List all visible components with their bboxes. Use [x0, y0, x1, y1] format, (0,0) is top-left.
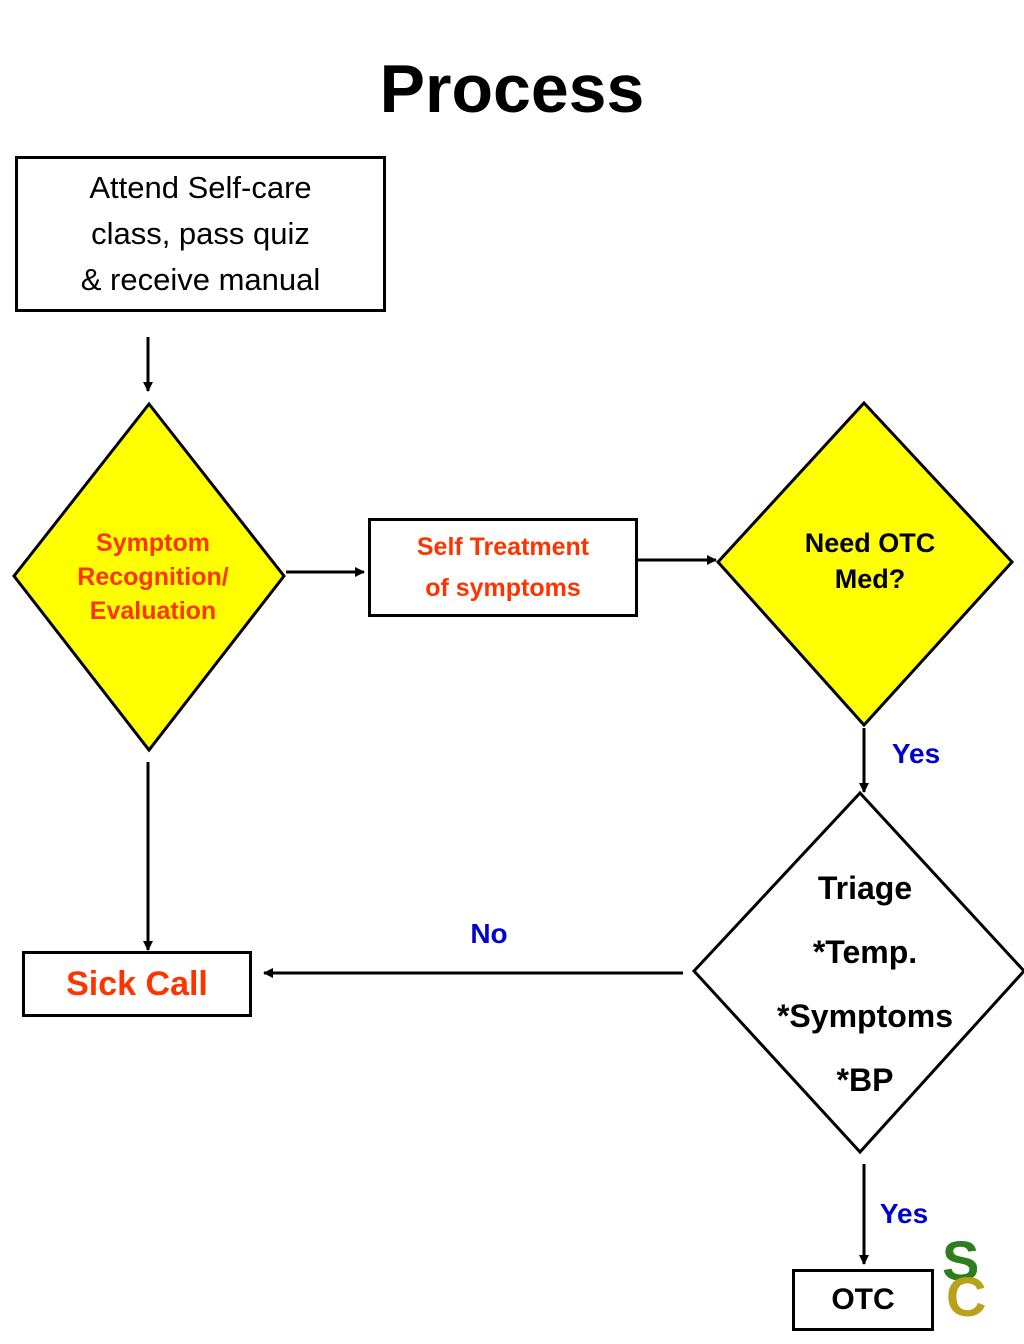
triage-line-4: *BP	[836, 1062, 894, 1098]
edge-label-yes-top: Yes	[891, 738, 941, 769]
class-box-line-3: & receive manual	[80, 262, 321, 297]
symptom-label-line-2: Recognition/	[77, 563, 229, 591]
page-title: Process	[379, 51, 645, 127]
sick-call-box: Sick Call	[22, 951, 252, 1017]
edge-label-no: No	[470, 918, 508, 949]
self-treatment-line-2: of symptoms	[425, 573, 581, 602]
symptom-label-line-1: Symptom	[96, 529, 210, 557]
self-treatment-box: Self Treatment of symptoms	[368, 518, 638, 617]
symptom-label: Symptom Recognition/ Evaluation	[49, 526, 257, 628]
class-box-line-2: class, pass quiz	[91, 216, 310, 251]
self-treatment-line-1: Self Treatment	[416, 532, 590, 561]
triage-line-1: Triage	[817, 870, 913, 906]
class-box-line-1: Attend Self-care	[89, 170, 312, 205]
class-box: Attend Self-care class, pass quiz & rece…	[15, 156, 386, 312]
triage-label: Triage *Temp. *Symptoms *BP	[745, 856, 985, 1112]
need-otc-line-2: Med?	[834, 564, 906, 594]
sc-logo: S C	[938, 1228, 1004, 1328]
need-otc-line-1: Need OTC	[804, 528, 936, 558]
symptom-label-line-3: Evaluation	[89, 597, 217, 625]
logo-letter-s: S	[942, 1229, 980, 1292]
symptom-diamond	[12, 401, 286, 753]
need-otc-label: Need OTC Med?	[770, 525, 970, 597]
triage-line-2: *Temp.	[812, 934, 918, 970]
triage-diamond	[691, 790, 1024, 1155]
edge-label-yes-bottom: Yes	[879, 1198, 929, 1229]
otc-box: OTC	[792, 1269, 934, 1331]
logo-letter-c: C	[946, 1265, 987, 1328]
need-otc-diamond	[715, 400, 1015, 728]
triage-line-3: *Symptoms	[776, 998, 954, 1034]
